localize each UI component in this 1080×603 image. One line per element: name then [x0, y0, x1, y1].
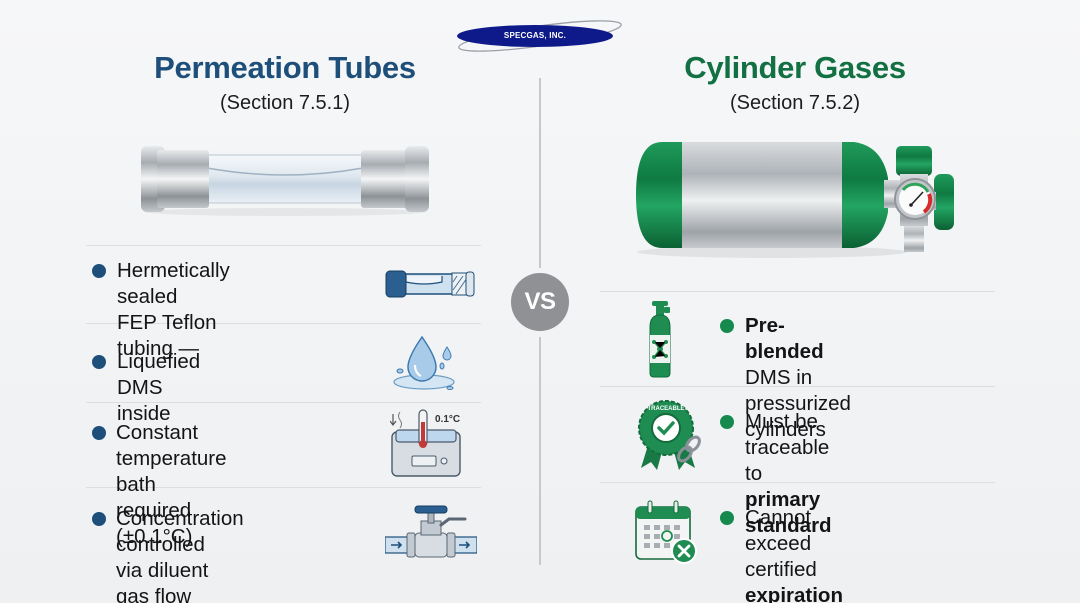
bullet-icon [92, 355, 106, 369]
temperature-bath-icon: 0.1°C [390, 409, 461, 477]
left-item-3-line1: Constant temperature [116, 421, 227, 470]
right-item-2-bold: primary standard [745, 488, 832, 537]
logo-text: SPECGAS, INC. [503, 31, 567, 40]
right-item-2-line1: Must be traceable to [745, 410, 830, 485]
right-divider-2 [600, 386, 995, 387]
left-item-3-text: Constant temperature bath required (±0.1… [116, 420, 227, 550]
cylinder-gases-title: Cylinder Gases [684, 50, 906, 85]
specgas-logo: SPECGAS, INC. [455, 12, 625, 62]
right-item-1-line2: pressurized cylinders [745, 392, 851, 441]
droplet-icon [393, 335, 455, 390]
left-item-1-text: Hermetically sealed FEP Teflon tubing — [117, 258, 230, 362]
gas-cylinder-illustration [636, 142, 954, 258]
left-divider-4 [86, 487, 481, 488]
left-item-4-line2: via diluent gas flow [116, 559, 209, 603]
right-item-3-text: Cannot exceed certified expiration date [745, 505, 843, 603]
left-item-3-line2: bath required (±0.1°C) [116, 473, 193, 548]
left-divider-1 [86, 245, 481, 246]
valve-icon [385, 505, 477, 558]
right-item-3-bold: expiration date [745, 584, 843, 603]
cylinder-gases-subtitle: (Section 7.5.2) [729, 92, 861, 114]
right-divider-1 [600, 291, 995, 292]
left-item-1-line1: Hermetically sealed [117, 259, 230, 308]
left-divider-2 [86, 323, 481, 324]
left-item-2-line1: Liquefied DMS inside [117, 350, 201, 425]
badge-text: TRACEABLE [648, 406, 685, 412]
vs-badge: VS [511, 273, 569, 331]
left-item-4-line1: Concentration controlled [116, 507, 244, 556]
right-item-1-bold: Pre-blended [745, 314, 824, 363]
logo-swoosh-icon [457, 20, 622, 52]
bullet-icon [92, 426, 106, 440]
right-divider-3 [600, 482, 995, 483]
right-item-3-line1: Cannot exceed certified [745, 506, 817, 581]
tube-icon [385, 270, 475, 298]
permeation-tubes-subtitle: (Section 7.5.1) [219, 92, 351, 114]
gas-cylinder-molecule-icon [649, 301, 671, 378]
left-item-4-text: Concentration controlled via diluent gas… [116, 506, 244, 603]
bullet-icon [92, 264, 106, 278]
right-item-2-text: Must be traceable to primary standard [745, 409, 832, 539]
traceable-badge-icon: TRACEABLE [638, 400, 701, 470]
right-item-1-line1: Pre-blended DMS in [745, 313, 851, 391]
right-item-1-text: Pre-blended DMS in pressurized cylinders [745, 313, 851, 443]
left-item-2-text: Liquefied DMS inside [117, 349, 200, 427]
right-item-1-rest: DMS in [745, 366, 813, 389]
left-divider-3 [86, 402, 481, 403]
bullet-icon [720, 319, 734, 333]
bullet-icon [92, 512, 106, 526]
bullet-icon [720, 511, 734, 525]
permeation-tubes-title: Permeation Tubes [154, 50, 416, 85]
calendar-expired-icon [635, 500, 697, 564]
temperature-label: 0.1°C [435, 414, 460, 425]
bullet-icon [720, 415, 734, 429]
center-divider-bottom [539, 337, 541, 565]
center-divider-top [539, 78, 541, 268]
permeation-tube-illustration [141, 146, 429, 216]
left-item-1-line2: FEP Teflon tubing — [117, 311, 217, 360]
